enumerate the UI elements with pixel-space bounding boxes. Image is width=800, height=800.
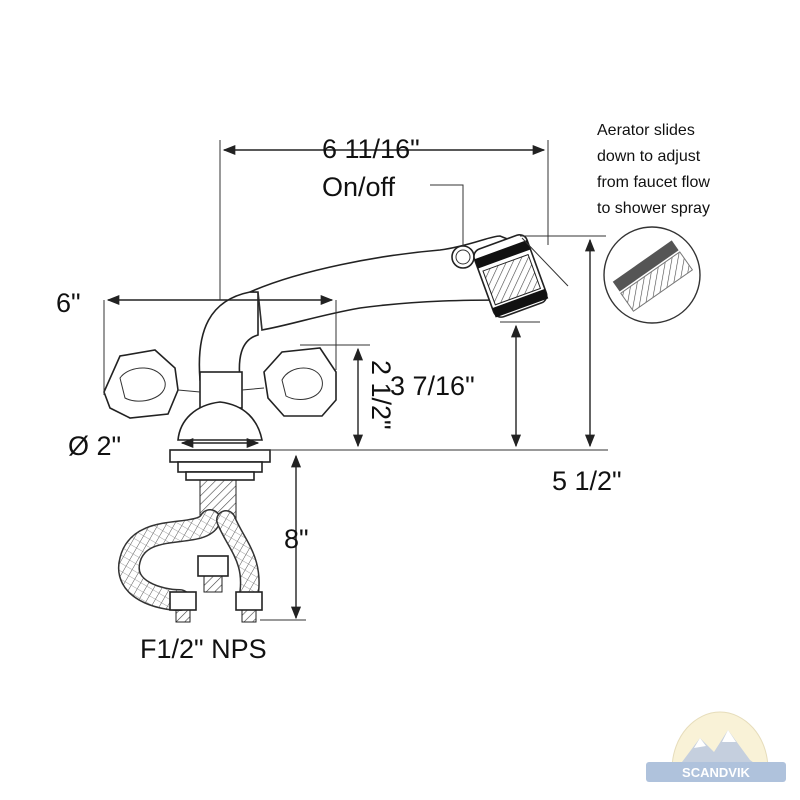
aerator-note-line3: from faucet flow (597, 174, 710, 191)
scandvik-logo: SCANDVIK (646, 711, 786, 782)
brand-name: SCANDVIK (682, 765, 751, 780)
left-handle (103, 349, 201, 419)
spout-length-label: 6 11/16" (322, 134, 420, 164)
dimension-lines (103, 140, 608, 621)
on-off-label: On/off (322, 172, 396, 202)
head-height-label: 3 7/16" (390, 371, 475, 401)
spray-head (473, 233, 549, 318)
hose-fittings (169, 555, 263, 623)
aerator-detail (603, 226, 701, 324)
mounting-flange (169, 449, 271, 463)
aerator-note-line4: to shower spray (597, 200, 710, 217)
faucet-drawing (103, 233, 549, 623)
total-height-label: 5 1/2" (552, 466, 622, 496)
base-diameter-label: Ø 2" (68, 431, 121, 461)
on-off-button (451, 245, 475, 269)
handle-height-label: 2 1/2" (366, 360, 396, 430)
spout-neck (198, 291, 259, 381)
handle-span-label: 6" (56, 288, 81, 318)
hose-length-label: 8" (284, 524, 309, 554)
right-handle (241, 347, 337, 417)
aerator-note-line1: Aerator slides (597, 122, 695, 139)
aerator-note-line2: down to adjust (597, 148, 701, 165)
connector-label: F1/2" NPS (140, 634, 267, 664)
